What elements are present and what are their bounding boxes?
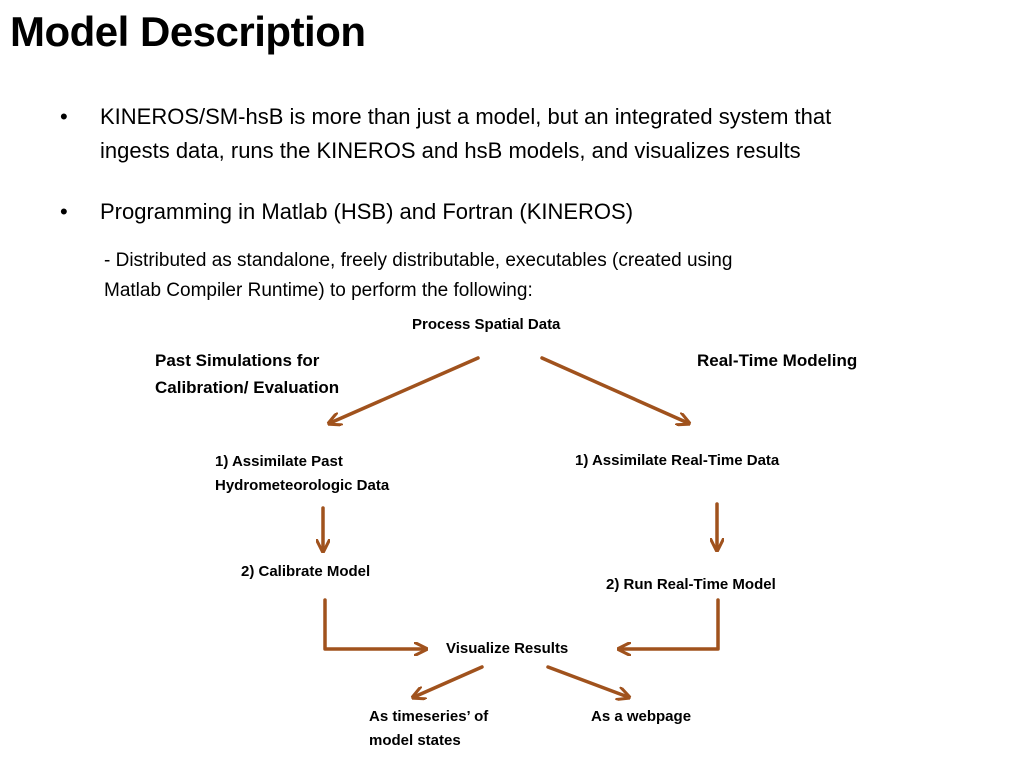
arrow-to-past-simulations xyxy=(330,356,480,423)
sub-bullet-line: Matlab Compiler Runtime) to perform the … xyxy=(104,280,533,301)
node-line: Hydrometeorologic Data xyxy=(215,477,390,494)
node-process-spatial-data: Process Spatial Data xyxy=(412,316,561,333)
node-run-real-time-model: 2) Run Real-Time Model xyxy=(606,576,776,593)
node-line: As timeseries’ of xyxy=(369,708,489,725)
sub-bullet-distribution: - Distributed as standalone, freely dist… xyxy=(104,246,732,306)
bullet-line: KINEROS/SM-hsB is more than just a model… xyxy=(100,104,832,129)
node-assimilate-past: 1) Assimilate Past Hydrometeorologic Dat… xyxy=(215,450,389,498)
node-visualize-results: Visualize Results xyxy=(446,640,569,657)
arrow-to-timeseries xyxy=(414,665,484,697)
node-line: Calibration/ Evaluation xyxy=(155,378,340,397)
bullet-line: Programming in Matlab (HSB) and Fortran … xyxy=(100,199,634,224)
bullet-line: ingests data, runs the KINEROS and hsB m… xyxy=(100,138,801,163)
node-as-timeseries: As timeseries’ of model states xyxy=(369,705,488,753)
slide-title: Model Description xyxy=(10,8,366,55)
node-calibrate-model: 2) Calibrate Model xyxy=(241,563,371,580)
node-assimilate-real-time: 1) Assimilate Real-Time Data xyxy=(575,452,780,469)
arrow-to-real-time-modeling xyxy=(540,356,688,423)
node-as-webpage: As a webpage xyxy=(591,708,692,725)
bullet-text: KINEROS/SM-hsB is more than just a model… xyxy=(100,100,831,168)
bullet-marker: • xyxy=(60,104,68,129)
node-line: 1) Assimilate Past xyxy=(215,453,343,470)
bullet-text: Programming in Matlab (HSB) and Fortran … xyxy=(100,195,633,229)
arrow-to-webpage xyxy=(546,665,628,697)
bullet-marker: • xyxy=(60,199,68,224)
arrow-run-to-visualize xyxy=(620,598,720,649)
sub-bullet-line: - Distributed as standalone, freely dist… xyxy=(104,250,733,271)
node-real-time-modeling: Real-Time Modeling xyxy=(697,351,858,370)
node-line: model states xyxy=(369,732,461,749)
node-line: Past Simulations for xyxy=(155,351,320,370)
arrow-calibrate-to-visualize xyxy=(323,598,425,649)
node-past-simulations: Past Simulations for Calibration/ Evalua… xyxy=(155,347,339,401)
